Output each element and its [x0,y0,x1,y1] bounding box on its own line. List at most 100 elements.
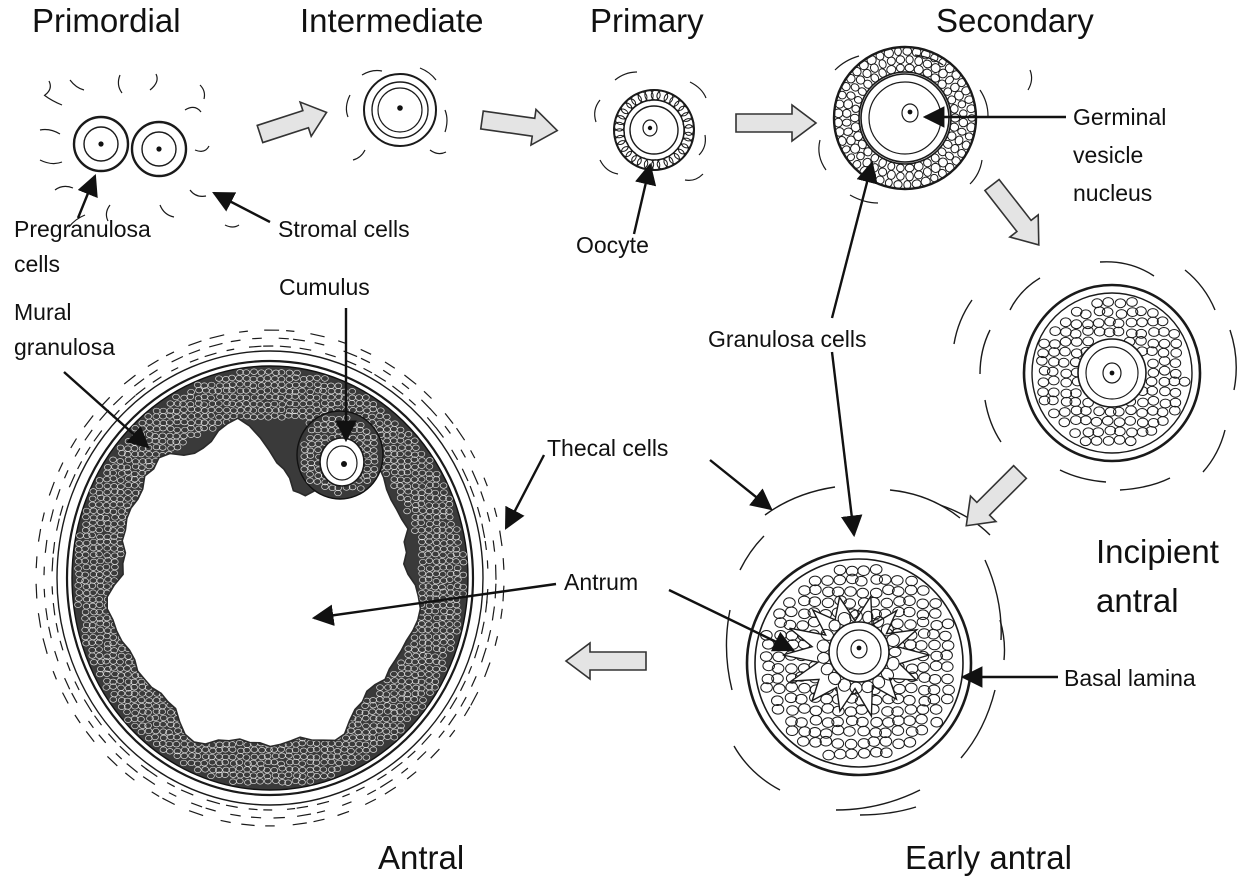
granulosa-cell [320,426,329,434]
granulosa-cell [411,437,419,444]
granulosa-cell [682,118,695,129]
granulosa-cell [390,709,399,717]
label-mural-1: Mural [14,299,72,325]
granulosa-cell [216,393,224,400]
granulosa-cell [446,589,455,596]
granulosa-cell [81,615,89,622]
granulosa-cell [306,758,315,766]
granulosa-cell [915,713,928,725]
granulosa-cell [1114,426,1126,437]
thecal-cell [43,588,46,598]
granulosa-cell [146,715,154,722]
granulosa-cell [1092,427,1104,438]
granulosa-cell [439,564,448,571]
granulosa-cell [878,68,887,78]
granulosa-cell [1102,297,1114,307]
granulosa-cell [384,445,392,452]
granulosa-cell [307,426,316,434]
granulosa-cell [257,413,265,420]
granulosa-cell [200,424,208,432]
granulosa-cell [615,115,626,126]
granulosa-cell [846,573,859,585]
granulosa-cell [152,720,161,728]
granulosa-cell [151,714,160,722]
granulosa-cell [326,746,335,753]
granulosa-cell [97,494,105,501]
granulosa-cell [418,627,426,634]
granulosa-cell [1136,417,1149,428]
thecal-cell [296,805,309,809]
granulosa-cell [439,614,447,621]
granulosa-cell [783,619,797,631]
granulosa-cell [95,646,103,653]
granulosa-cell [1038,395,1051,406]
granulosa-cell [291,766,300,773]
granulosa-cell [903,694,916,706]
granulosa-cell [613,128,625,139]
granulosa-cell [1080,309,1092,320]
granulosa-cell [118,450,126,457]
granulosa-cell [614,121,625,132]
granulosa-cell [1169,387,1182,398]
granulosa-cell [383,419,392,426]
granulosa-cell [1170,338,1182,349]
thecal-cell [52,670,57,680]
granulosa-cell [1049,339,1061,350]
stage-label-incipient-antral-1: Incipient [1096,533,1219,570]
granulosa-cell [277,394,285,402]
thecal-cell [491,606,495,621]
granulosa-cell [905,726,919,737]
thecal-cell [341,801,352,806]
granulosa-cell [396,488,405,495]
thecal-cell [416,751,427,761]
granulosa-cell [97,658,105,665]
granulosa-cell [117,520,125,527]
granulosa-cell [109,683,117,690]
thecal-cell [444,413,454,424]
granulosa-cell [445,527,453,534]
granulosa-cell [355,400,364,407]
granulosa-cell [117,527,125,534]
granulosa-cell [850,83,860,92]
thecal-cell [124,772,135,781]
granulosa-cell [291,407,299,415]
granulosa-cell [929,608,942,619]
granulosa-cell [369,447,378,454]
granulosa-cell [1070,405,1083,416]
granulosa-cell [139,458,147,465]
granulosa-cell [166,733,175,741]
granulosa-cell [425,538,433,545]
thecal-cell [273,816,285,819]
thecal-cell [225,804,238,808]
granulosa-cell [424,614,432,622]
granulosa-cell [418,576,427,584]
granulosa-cell [762,660,776,672]
granulosa-cell [896,171,905,181]
granulosa-cell [83,590,91,597]
thecal-cell [248,808,258,811]
granulosa-cell [201,413,209,420]
granulosa-cell [845,748,858,760]
granulosa-cell [944,63,955,74]
granulosa-cell [159,419,168,427]
granulosa-cell [417,670,425,678]
stage-label-antral: Antral [378,839,464,876]
granulosa-cell [928,674,942,685]
granulosa-cell [109,651,117,659]
pointer-mural-granulosa [63,371,150,449]
granulosa-cell [837,90,847,100]
granulosa-cell [426,508,434,515]
granulosa-cell [1146,346,1158,357]
granulosa-cell [209,766,217,774]
granulosa-cell [1159,398,1172,409]
granulosa-cell [433,614,441,622]
granulosa-cell [891,586,905,597]
granulosa-cell [447,521,455,528]
granulosa-cell [424,514,433,521]
thecal-cell [337,810,350,817]
granulosa-cell [313,773,321,780]
granulosa-cell [347,399,356,407]
granulosa-cell [145,691,153,698]
granulosa-cell [130,470,139,478]
thecal-cell [248,345,262,348]
